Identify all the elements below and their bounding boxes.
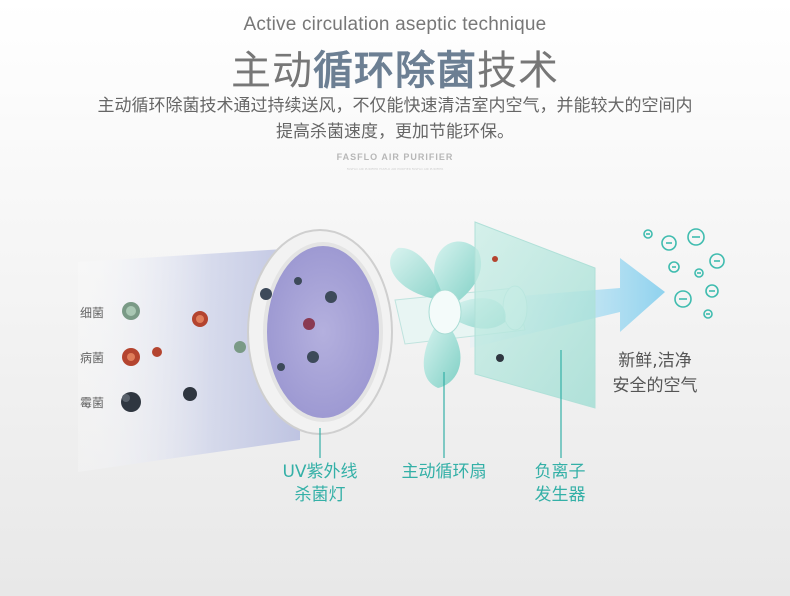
mold-icon — [325, 291, 337, 303]
label-ion-generator-line2: 发生器 — [534, 485, 586, 505]
mold-icon — [277, 363, 285, 371]
virus-icon — [492, 256, 498, 262]
virus-icon — [192, 311, 208, 327]
fresh-air-text: 新鲜,洁净 安全的空气 — [600, 349, 710, 399]
label-ion-generator-line1: 负离子 — [534, 462, 586, 482]
mold-icon — [183, 387, 197, 401]
title-part-3: 技术 — [477, 48, 559, 94]
label-mold: 霉菌 — [80, 396, 105, 410]
virus-icon — [152, 347, 162, 357]
label-bacteria: 细菌 — [80, 306, 105, 320]
label-uv-lamp: UV紫外线 杀菌灯 — [260, 461, 380, 507]
description: 主动循环除菌技术通过持续送风，不仅能快速清洁室内空气，并能较大的空间内提高杀菌速… — [97, 96, 693, 142]
title-part-2: 循环除菌 — [313, 48, 477, 94]
mold-icon — [260, 288, 272, 300]
mold-icon — [307, 351, 319, 363]
negative-ion-icon — [643, 228, 725, 319]
label-fan: 主动循环扇 — [401, 462, 487, 482]
virus-icon — [122, 348, 140, 366]
label-virus: 病菌 — [80, 351, 105, 365]
bacteria-icon — [234, 341, 246, 353]
bacteria-icon — [122, 302, 140, 320]
mold-icon — [496, 354, 504, 362]
virus-icon — [303, 318, 315, 330]
label-uv-lamp-line1: UV紫外线 — [282, 462, 358, 482]
title-part-1: 主动 — [231, 48, 313, 94]
page-title: 主动循环除菌技术 — [0, 38, 790, 96]
subtitle-english: Active circulation aseptic technique — [243, 14, 547, 35]
label-ion-generator: 负离子 发生器 — [510, 461, 610, 507]
label-uv-lamp-line2: 杀菌灯 — [294, 485, 346, 505]
mold-icon — [121, 392, 141, 412]
ion-filter-icon — [474, 221, 596, 409]
fresh-air-line2: 安全的空气 — [612, 376, 698, 396]
brand-fine-print: FASFLO AIR PURIFIER FASFLO AIR PURIFIER … — [346, 167, 444, 171]
brand-name: FASFLO AIR PURIFIER — [336, 152, 454, 162]
mold-icon — [294, 277, 302, 285]
fresh-air-line1: 新鲜,洁净 — [618, 351, 692, 371]
